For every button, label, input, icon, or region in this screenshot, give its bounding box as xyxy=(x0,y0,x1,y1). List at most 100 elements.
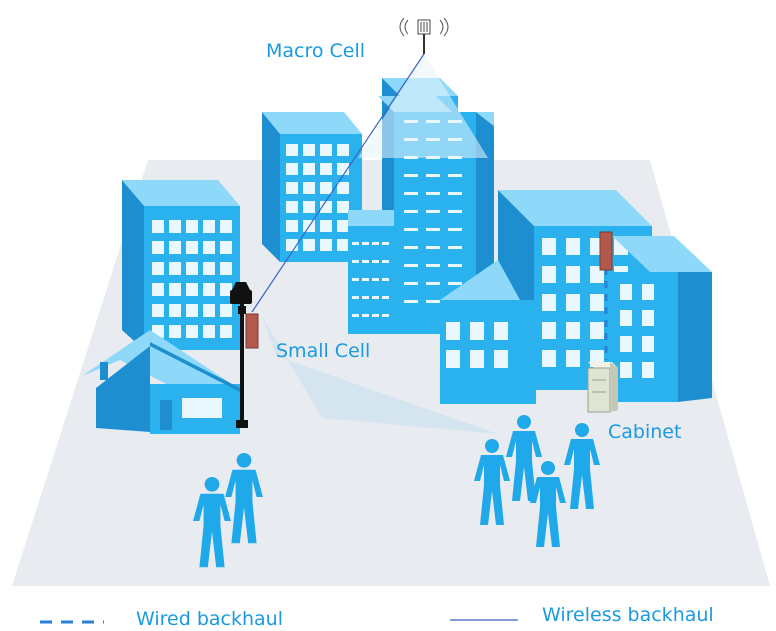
window xyxy=(303,201,315,213)
window xyxy=(426,192,440,195)
window xyxy=(642,336,654,352)
window xyxy=(448,246,462,249)
window xyxy=(404,300,418,303)
window xyxy=(642,284,654,300)
window xyxy=(203,262,215,275)
window xyxy=(404,192,418,195)
window xyxy=(203,325,215,338)
legend-wireless-label: Wireless backhaul xyxy=(542,604,714,626)
window xyxy=(542,266,556,283)
window xyxy=(220,241,232,254)
window xyxy=(566,294,580,311)
window xyxy=(220,304,232,317)
window xyxy=(566,266,580,283)
window xyxy=(362,278,369,281)
window xyxy=(352,278,359,281)
window xyxy=(220,262,232,275)
window xyxy=(642,362,654,378)
rooftop-small-cell xyxy=(599,231,613,271)
window xyxy=(220,220,232,233)
window xyxy=(152,241,164,254)
person-icon xyxy=(506,415,542,501)
window xyxy=(303,182,315,194)
window xyxy=(152,283,164,296)
small-cell-coverage-cone xyxy=(262,316,498,434)
window xyxy=(404,282,418,285)
street-lamp-small-cell-icon xyxy=(230,282,259,428)
window xyxy=(352,260,359,263)
window xyxy=(446,322,460,340)
window xyxy=(362,242,369,245)
window xyxy=(620,362,632,378)
window xyxy=(362,260,369,263)
window xyxy=(286,201,298,213)
building-right-front xyxy=(440,260,536,404)
window xyxy=(404,174,418,177)
legend-wired-label: Wired backhaul xyxy=(136,608,283,630)
window xyxy=(404,228,418,231)
window xyxy=(494,350,508,368)
window xyxy=(590,294,604,311)
window xyxy=(169,325,181,338)
window xyxy=(448,264,462,267)
window xyxy=(362,314,369,317)
window xyxy=(220,325,232,338)
window xyxy=(470,322,484,340)
window xyxy=(186,283,198,296)
window xyxy=(303,239,315,251)
window xyxy=(169,220,181,233)
building-right-side xyxy=(612,236,712,402)
window xyxy=(382,314,389,317)
window xyxy=(320,239,332,251)
window xyxy=(337,144,349,156)
window xyxy=(372,296,379,299)
window xyxy=(446,350,460,368)
window xyxy=(566,322,580,339)
window xyxy=(620,310,632,326)
window xyxy=(203,241,215,254)
window xyxy=(426,210,440,213)
window xyxy=(337,201,349,213)
macro-coverage-cone xyxy=(358,54,488,158)
macro-cell-label: Macro Cell xyxy=(266,40,366,62)
window xyxy=(352,314,359,317)
window xyxy=(303,144,315,156)
window xyxy=(372,314,379,317)
window xyxy=(320,201,332,213)
window xyxy=(152,220,164,233)
window xyxy=(426,300,440,303)
person-icon xyxy=(530,461,566,547)
window xyxy=(372,260,379,263)
window xyxy=(203,220,215,233)
window xyxy=(169,262,181,275)
window xyxy=(542,238,556,255)
window xyxy=(220,283,232,296)
building-middle-left xyxy=(262,112,362,262)
window xyxy=(186,304,198,317)
window xyxy=(566,238,580,255)
window xyxy=(448,174,462,177)
window xyxy=(152,262,164,275)
window xyxy=(320,144,332,156)
window xyxy=(169,304,181,317)
window xyxy=(566,350,580,367)
person-icon xyxy=(225,452,263,544)
window xyxy=(642,310,654,326)
window xyxy=(152,304,164,317)
window xyxy=(542,322,556,339)
window xyxy=(286,182,298,194)
window xyxy=(426,228,440,231)
building-left xyxy=(122,180,240,350)
window xyxy=(303,163,315,175)
window xyxy=(286,163,298,175)
window xyxy=(320,182,332,194)
window xyxy=(542,294,556,311)
window xyxy=(620,336,632,352)
window xyxy=(320,220,332,232)
window xyxy=(186,241,198,254)
window xyxy=(426,264,440,267)
house xyxy=(82,330,240,434)
window xyxy=(186,325,198,338)
window xyxy=(169,283,181,296)
